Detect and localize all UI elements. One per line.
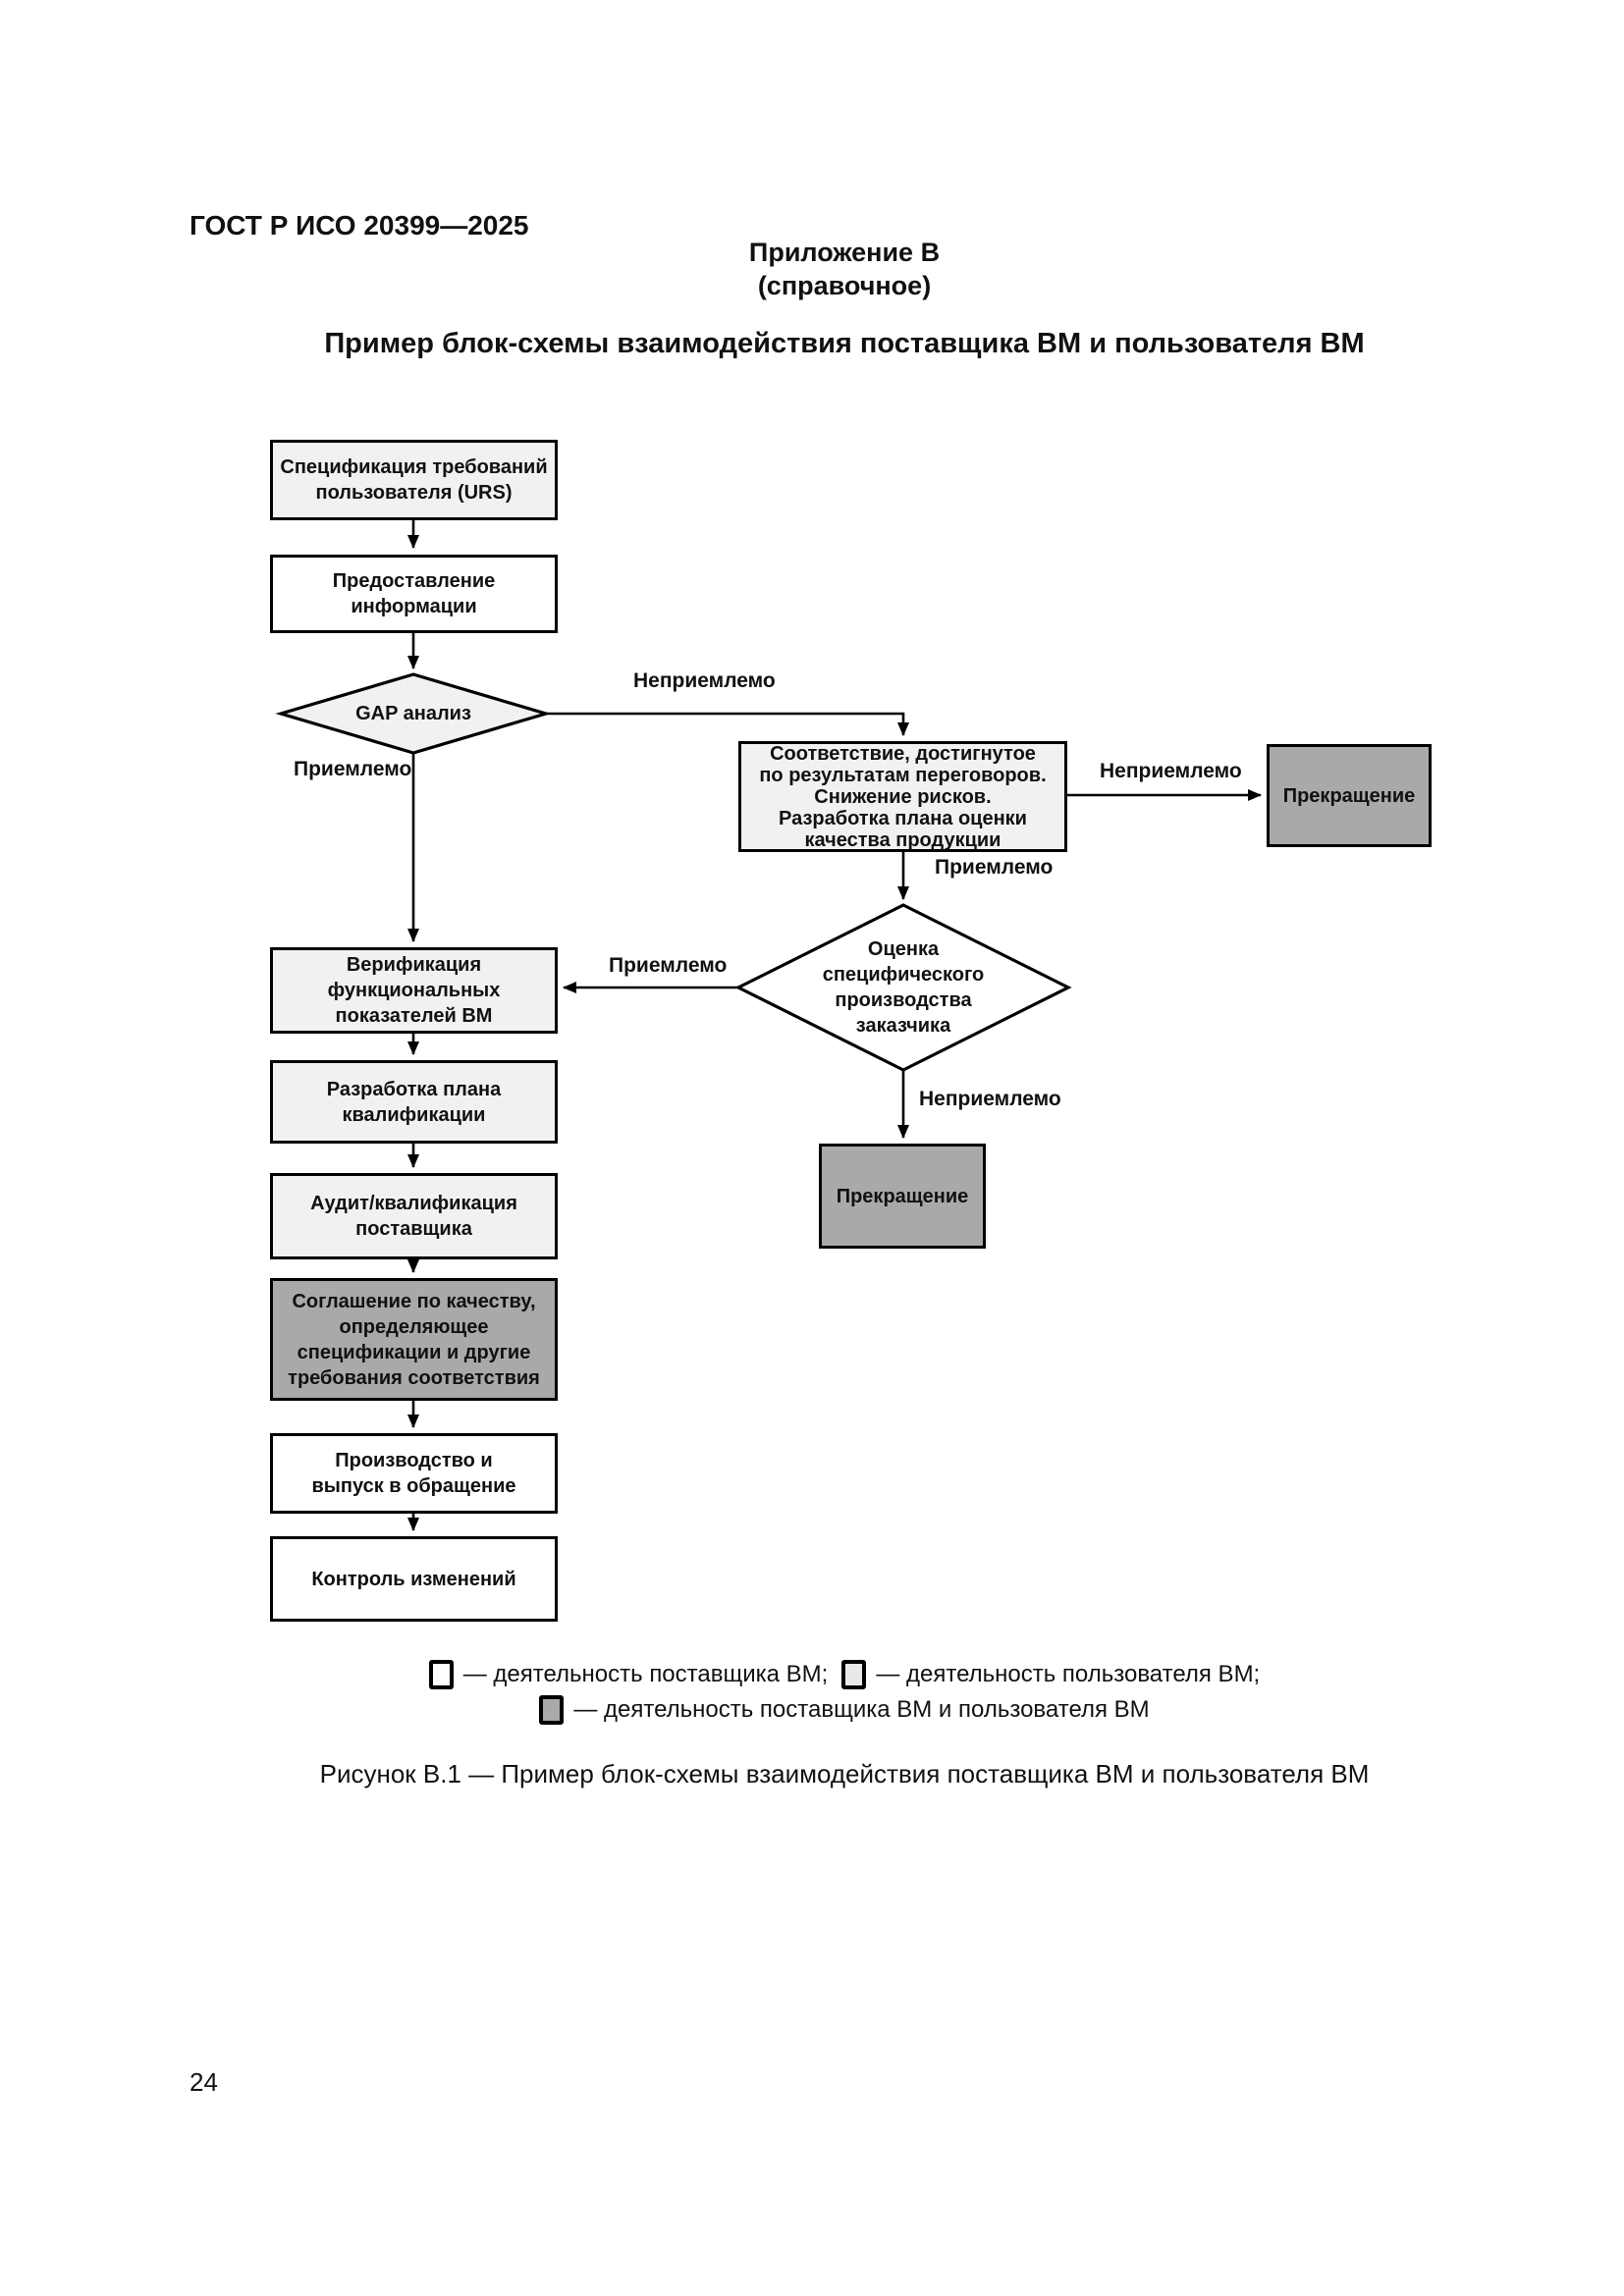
node-verification: Верификация функциональных показателей В…: [270, 947, 558, 1034]
label-evaluation-acceptable: Приемлемо: [609, 954, 728, 977]
node-change-control: Контроль изменений: [270, 1536, 558, 1622]
supplier-swatch-icon: [428, 1660, 454, 1689]
node-negotiation-compliance: Соответствие, достигнутое по результатам…: [738, 741, 1067, 852]
joint-swatch-icon: [539, 1695, 565, 1725]
legend-line-2: — деятельность поставщика ВМ и пользоват…: [157, 1692, 1532, 1728]
node-qualification-plan: Разработка плана квалификации: [270, 1060, 558, 1144]
label-gap-unacceptable: Неприемлемо: [633, 669, 776, 692]
node-information-provision: Предоставление информации: [270, 555, 558, 633]
legend-item-supplier-label: — деятельность поставщика ВМ;: [462, 1661, 829, 1687]
legend-line-1: — деятельность поставщика ВМ; — деятельн…: [157, 1657, 1532, 1692]
node-gap-analysis: GAP анализ: [355, 703, 471, 724]
node-specific-production-evaluation: Оценка специфического производства заказ…: [822, 938, 985, 1037]
legend: — деятельность поставщика ВМ; — деятельн…: [157, 1657, 1532, 1728]
node-termination-right: Прекращение: [1267, 744, 1432, 847]
label-evaluation-unacceptable: Неприемлемо: [919, 1088, 1061, 1110]
appendix-subtitle: (справочное): [757, 271, 932, 300]
label-negotiation-unacceptable: Неприемлемо: [1100, 760, 1242, 782]
content-area: Приложение В (справочное) Пример блок-сх…: [157, 0, 1532, 2296]
label-gap-acceptable: Приемлемо: [294, 758, 412, 780]
figure-caption: Рисунок В.1 — Пример блок-схемы взаимоде…: [319, 1759, 1370, 1789]
node-production-release: Производство и выпуск в обращение: [270, 1433, 558, 1514]
label-negotiation-acceptable: Приемлемо: [935, 856, 1054, 879]
legend-item-user-label: — деятельность пользователя ВМ;: [876, 1661, 1261, 1687]
page-header: ГОСТ Р ИСО 20399—2025: [189, 210, 529, 240]
appendix-title: Приложение В: [748, 238, 941, 267]
legend-item-user: — деятельность пользователя ВМ;: [841, 1657, 1260, 1692]
legend-item-supplier: — деятельность поставщика ВМ;: [428, 1657, 829, 1692]
user-swatch-icon: [841, 1660, 867, 1689]
node-urs: Спецификация требований пользователя (UR…: [270, 440, 558, 520]
page-number: 24: [189, 2067, 218, 2097]
node-termination-bottom: Прекращение: [819, 1144, 986, 1249]
legend-item-joint-label: — деятельность поставщика ВМ и пользоват…: [573, 1696, 1150, 1723]
node-quality-agreement: Соглашение по качеству, определяющее спе…: [270, 1278, 558, 1401]
legend-item-joint: — деятельность поставщика ВМ и пользоват…: [539, 1692, 1150, 1728]
node-audit-qualification: Аудит/квалификация поставщика: [270, 1173, 558, 1259]
figure-heading: Пример блок-схемы взаимодействия поставщ…: [324, 328, 1365, 359]
